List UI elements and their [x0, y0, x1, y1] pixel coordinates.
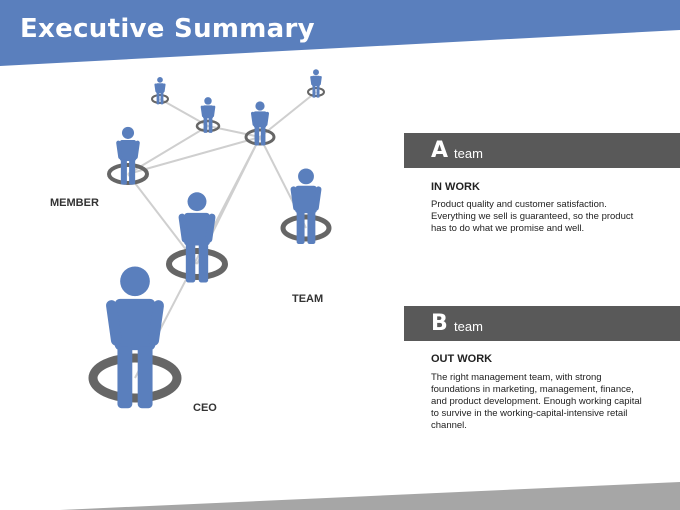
person-icon — [105, 266, 165, 409]
out-work-title: OUT WORK — [431, 353, 493, 365]
ring — [307, 87, 325, 97]
ring — [244, 128, 276, 146]
ring — [107, 163, 149, 185]
person-icon — [178, 192, 216, 283]
team-a-letter: A — [431, 138, 449, 163]
connector-line — [127, 173, 198, 265]
ring — [166, 248, 228, 280]
ring — [280, 214, 332, 242]
network-diagram — [88, 69, 332, 409]
team-b-bar: B team — [404, 306, 680, 341]
team-a-word: team — [454, 146, 483, 161]
header-band — [0, 0, 680, 66]
connector-line — [259, 91, 317, 138]
in-work-title: IN WORK — [431, 181, 480, 193]
in-work-body: Product quality and customer satisfactio… — [431, 199, 634, 234]
ceo-label: CEO — [193, 402, 217, 414]
connector-line — [127, 136, 261, 175]
ring — [151, 94, 169, 104]
page-title: Executive Summary — [20, 14, 315, 44]
team-a-bar: A team — [404, 133, 680, 168]
team-b-letter: B — [431, 311, 448, 336]
person-icon — [310, 69, 322, 98]
team-b-word: team — [454, 319, 483, 334]
footer-band — [60, 482, 680, 510]
person-icon — [115, 126, 141, 185]
ring — [88, 353, 182, 403]
team-label: TEAM — [292, 293, 324, 305]
member-label: MEMBER — [50, 197, 99, 209]
person-icon — [290, 168, 322, 245]
out-work-body: The right management team, with strong f… — [431, 372, 642, 431]
ring — [195, 119, 221, 133]
